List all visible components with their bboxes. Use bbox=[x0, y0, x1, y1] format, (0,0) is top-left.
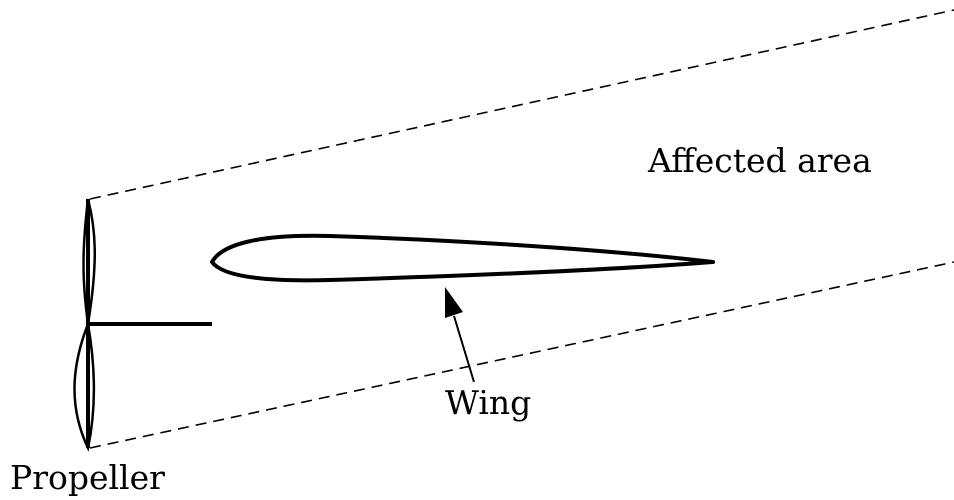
slipstream-lower-boundary bbox=[89, 261, 954, 449]
wing-airfoil bbox=[210, 233, 715, 283]
arrow-head bbox=[445, 287, 463, 318]
propeller-label: Propeller bbox=[10, 458, 165, 497]
propeller-icon bbox=[73, 198, 212, 452]
wing-label: Wing bbox=[445, 383, 531, 422]
propeller-lower-blade bbox=[73, 319, 96, 452]
affected-area-label: Affected area bbox=[647, 141, 872, 180]
wing-pointer-arrow bbox=[445, 287, 475, 383]
arrow-shaft bbox=[453, 315, 475, 383]
slipstream-upper-boundary bbox=[89, 9, 954, 200]
